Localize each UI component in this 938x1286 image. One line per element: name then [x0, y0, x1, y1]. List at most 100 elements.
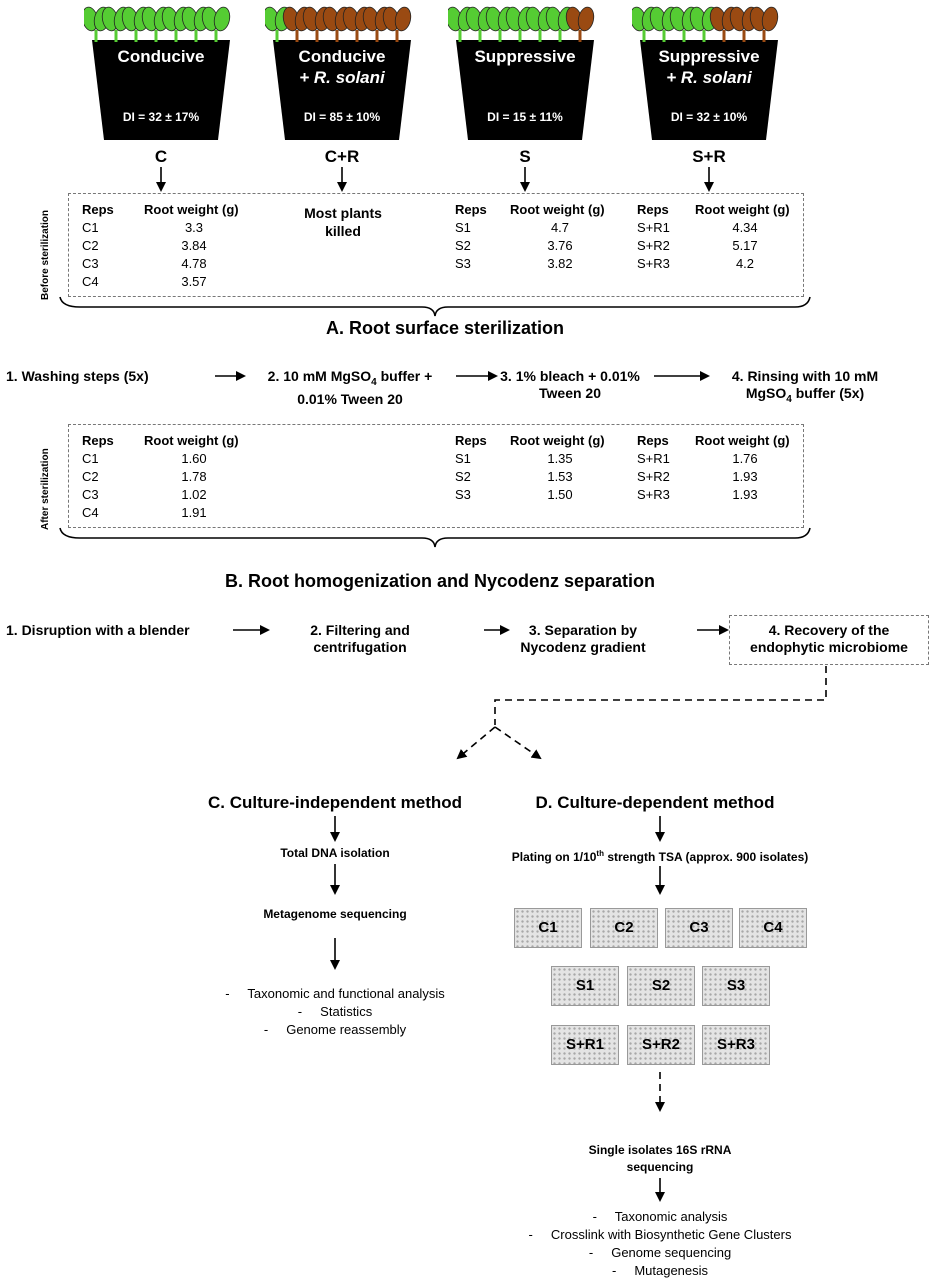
pot-shape	[456, 40, 594, 140]
brace-after	[59, 527, 811, 548]
root-weight-value: 3.84	[181, 238, 207, 253]
dashed-branch-stem	[494, 666, 827, 725]
before-sterilization-label: Before sterilization	[40, 209, 51, 300]
rep-id: C3	[82, 256, 99, 271]
table-row: C2 3.84	[82, 237, 244, 255]
pot-name: Conducive+ R. solani	[298, 47, 386, 87]
rep-id: S1	[455, 220, 471, 235]
pot-name: Suppressive+ R. solani	[658, 47, 760, 87]
d-outcome-1: - Taxonomic analysis	[592, 1209, 728, 1224]
plate-c3: C3	[665, 908, 733, 948]
table-row: S+R1 4.34	[637, 219, 795, 237]
rep-id: S+R3	[637, 487, 670, 502]
plate-c4: C4	[739, 908, 807, 948]
root-weight-value: 1.02	[181, 487, 207, 502]
rep-id: C4	[82, 505, 99, 520]
section-a-title: A. Root surface sterilization	[325, 318, 565, 338]
rep-id: C3	[82, 487, 99, 502]
table-row: S+R2 1.93	[637, 468, 795, 486]
root-weight-value: 4.2	[735, 256, 755, 271]
before-sterilization-box	[68, 193, 804, 297]
diseased-plant-icon	[382, 6, 412, 42]
plant-row-suppressive	[448, 6, 595, 42]
table-row: C3 1.02	[82, 486, 244, 504]
rep-id: C2	[82, 238, 99, 253]
root-weight-value: 4.78	[181, 256, 207, 271]
plate-c2: C2	[590, 908, 658, 948]
plate-sr3: S+R3	[702, 1025, 770, 1065]
pot-shape	[273, 40, 411, 140]
after-sterilization-box	[68, 424, 804, 528]
plate-s2: S2	[627, 966, 695, 1006]
pot-shape	[640, 40, 778, 140]
root-weight-value: 1.35	[547, 451, 573, 466]
diseased-plant-icon	[749, 6, 779, 42]
section-c-title: C. Culture-independent method	[207, 793, 463, 812]
rep-id: C1	[82, 220, 99, 235]
rep-id: S2	[455, 469, 471, 484]
table-row: C1 3.3	[82, 219, 244, 237]
dashed-arrow-d	[494, 726, 542, 760]
root-weight-value: 1.60	[181, 451, 207, 466]
after-sterilization-label: After sterilization	[40, 448, 51, 530]
plant-row-suppressive-rsolani	[632, 6, 779, 42]
root-weight-value: 3.3	[184, 220, 204, 235]
rep-id: S2	[455, 238, 471, 253]
group-label-sr: S+R	[692, 147, 726, 166]
c-outcome-2: - Statistics	[297, 1004, 373, 1019]
a-step-1: 1. Washing steps (5x)	[6, 368, 149, 384]
disease-index: DI = 32 ± 10%	[670, 110, 748, 124]
table-row: C2 1.78	[82, 468, 244, 486]
b-step-1: 1. Disruption with a blender	[6, 622, 190, 638]
group-label-s: S	[519, 147, 531, 166]
rep-id: S+R1	[637, 220, 670, 235]
plate-s3: S3	[702, 966, 770, 1006]
healthy-plant-icon	[201, 6, 231, 42]
c-outcome-1: - Taxonomic and functional analysis	[225, 986, 445, 1001]
d-outcome-2: - Crosslink with Biosynthetic Gene Clust…	[528, 1227, 792, 1242]
rep-id: S+R3	[637, 256, 670, 271]
root-weight-value: 1.76	[732, 451, 758, 466]
d-outcome-4: - Mutagenesis	[611, 1263, 709, 1278]
rep-id: C2	[82, 469, 99, 484]
rep-id: S3	[455, 487, 471, 502]
table-row: S+R3 4.2	[637, 255, 795, 273]
root-weight-value: 4.34	[732, 220, 758, 235]
total-dna-isolation: Total DNA isolation	[280, 846, 390, 860]
section-b-title: B. Root homogenization and Nycodenz sepa…	[224, 571, 656, 591]
root-weight-value: 1.78	[181, 469, 207, 484]
rep-id: C1	[82, 451, 99, 466]
pot-shape	[92, 40, 230, 140]
plant-row-conducive	[84, 6, 231, 42]
root-weight-value: 1.93	[732, 469, 758, 484]
rep-id: S+R1	[637, 451, 670, 466]
root-weight-value: 4.7	[550, 220, 570, 235]
a-step-2: 2. 10 mM MgSO4 buffer +0.01% Tween 20	[267, 368, 433, 407]
section-d-title: D. Culture-dependent method	[535, 793, 775, 812]
table-row: C1 1.60	[82, 450, 244, 468]
plate-sr2: S+R2	[627, 1025, 695, 1065]
disease-index: DI = 32 ± 17%	[122, 110, 200, 124]
rep-id: S+R2	[637, 238, 670, 253]
group-label-c: C	[154, 147, 168, 166]
rep-id: C4	[82, 274, 99, 289]
rep-id: S+R2	[637, 469, 670, 484]
table-row: S+R1 1.76	[637, 450, 795, 468]
table-row: C3 4.78	[82, 255, 244, 273]
